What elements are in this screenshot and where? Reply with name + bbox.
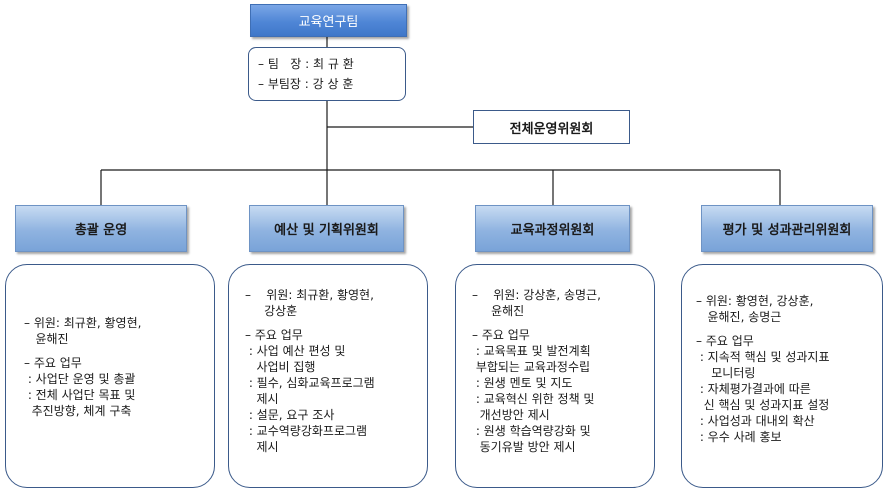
unit-line: – 위원: 황영현, 강상훈, <box>696 294 814 308</box>
unit-body-evaluation: – 위원: 황영현, 강상훈, 윤해진, 송명근 – 주요 업무 : 지속적 핵… <box>681 264 883 488</box>
unit-line <box>24 347 214 355</box>
unit-line <box>472 319 654 327</box>
unit-header-general: 총괄 운영 <box>15 205 187 252</box>
unit-line: 강상훈 <box>245 304 298 318</box>
unit-line: – 위원: 강상훈, 송명근, <box>472 288 601 302</box>
unit-line: – 위원: 최규환, 황영현, <box>245 288 374 302</box>
unit-line: : 사업 예산 편성 및 <box>245 344 346 358</box>
leadership-box: – 팀 장 : 최 규 환 – 부팀장 : 강 상 훈 <box>248 47 406 101</box>
unit-line: 제시 <box>245 392 279 406</box>
unit-line: : 교수역량강화프로그램 <box>245 424 368 438</box>
unit-line: : 원생 멘토 및 지도 <box>472 376 573 390</box>
unit-header-budget: 예산 및 기획위원회 <box>249 205 404 252</box>
unit-line: 윤해진, 송명근 <box>696 310 782 324</box>
unit-body-general: – 위원: 최규환, 황영현, 윤해진 – 주요 업무 : 사업단 운영 및 총… <box>5 264 215 488</box>
unit-line <box>696 325 882 333</box>
unit-header-curriculum: 교육과정위원회 <box>475 205 630 252</box>
unit-line: : 사업단 운영 및 총괄 <box>24 372 136 386</box>
unit-line: – 주요 업무 <box>696 334 754 348</box>
unit-line: 추진방향, 체계 구축 <box>24 404 132 418</box>
unit-line: : 전체 사업단 목표 및 <box>24 388 136 402</box>
unit-line: 신 핵심 및 성과지표 설정 <box>696 398 830 412</box>
unit-body-budget: – 위원: 최규환, 황영현, 강상훈 – 주요 업무 : 사업 예산 편성 및… <box>228 264 428 488</box>
unit-line: : 우수 사례 홍보 <box>696 430 782 444</box>
unit-line: : 설문, 요구 조사 <box>245 408 335 422</box>
unit-line: – 주요 업무 <box>245 328 303 342</box>
unit-line: 동기유발 방안 제시 <box>472 440 576 454</box>
unit-line: : 원생 학습역량강화 및 <box>472 424 591 438</box>
unit-line: : 교육목표 및 발전계획 <box>472 344 591 358</box>
team-title: 교육연구팀 <box>250 4 407 37</box>
team-leader-line: – 팀 장 : 최 규 환 <box>258 57 354 71</box>
unit-body-curriculum: – 위원: 강상훈, 송명근, 윤해진 – 주요 업무 : 교육목표 및 발전계… <box>455 264 655 488</box>
unit-line: – 위원: 최규환, 황영현, <box>24 316 142 330</box>
unit-line: : 자체평가결과에 따른 <box>696 382 811 396</box>
unit-line: : 필수, 심화교육프로그램 <box>245 376 375 390</box>
unit-line: 사업비 집행 <box>245 360 316 374</box>
unit-line: 개선방안 제시 <box>472 408 550 422</box>
steering-committee-box: 전체운영위원회 <box>473 110 630 144</box>
unit-header-evaluation: 평가 및 성과관리위원회 <box>701 205 873 252</box>
unit-line: : 지속적 핵심 및 성과지표 <box>696 350 830 364</box>
unit-line: – 주요 업무 <box>472 328 530 342</box>
team-subleader-line: – 부팀장 : 강 상 훈 <box>258 77 354 91</box>
unit-line: 제시 <box>245 440 279 454</box>
unit-line: 윤해진 <box>472 304 525 318</box>
unit-line <box>245 319 427 327</box>
unit-line: 모니터링 <box>696 366 756 380</box>
unit-line: – 주요 업무 <box>24 356 82 370</box>
unit-line: : 교육혁신 위한 정책 및 <box>472 392 595 406</box>
unit-line: : 사업성과 대내외 확산 <box>696 414 815 428</box>
unit-line: 윤해진 <box>24 332 69 346</box>
unit-line: 부합되는 교육과정수립 <box>472 360 591 374</box>
